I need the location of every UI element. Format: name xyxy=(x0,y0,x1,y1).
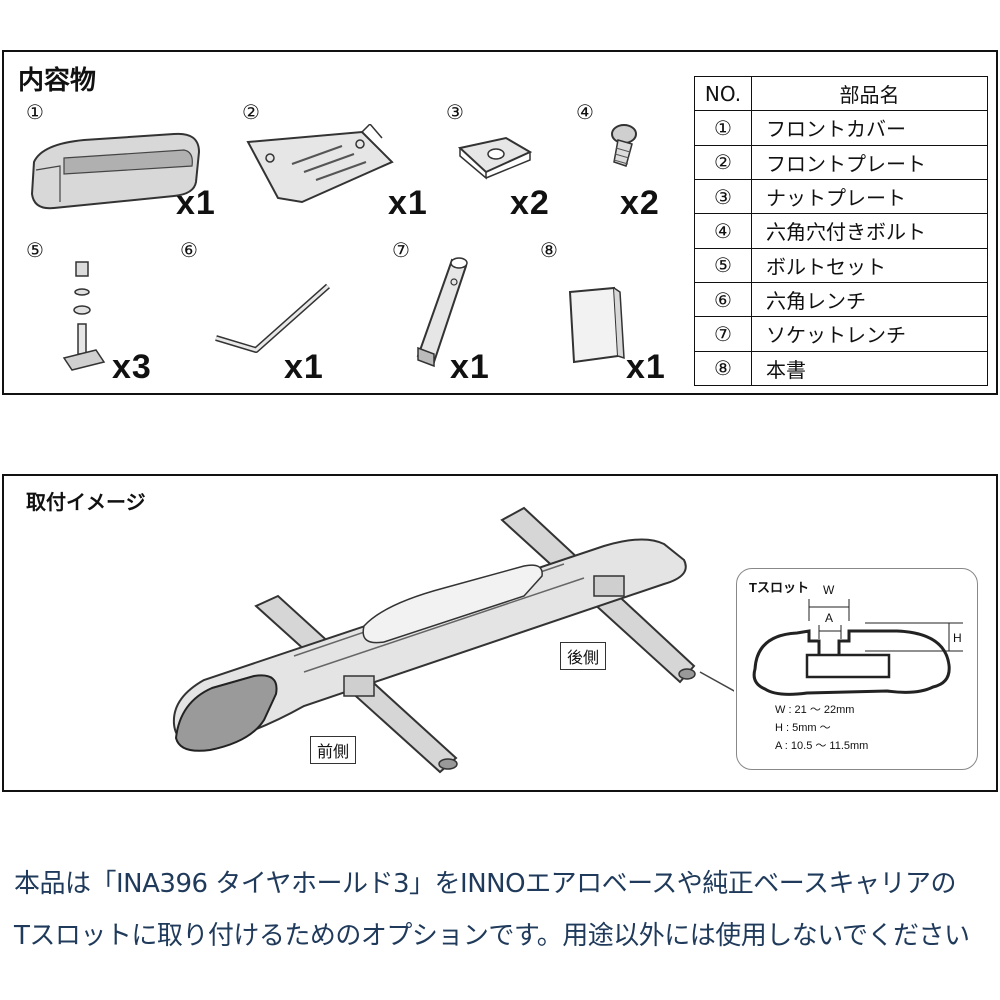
contents-panel: 内容物 ① x1 ② x1 ③ x2 ④ xyxy=(2,50,998,395)
item-number: ⑦ xyxy=(392,238,410,262)
dimension-h-label: H xyxy=(953,631,962,645)
part-no: ⑤ xyxy=(694,247,752,283)
hex-wrench-drawing xyxy=(215,283,330,353)
item-quantity: x1 xyxy=(284,348,324,386)
table-header-row: NO. 部品名 xyxy=(694,75,988,112)
manual-drawing xyxy=(568,286,625,364)
front-plate-drawing xyxy=(246,124,394,204)
description-text: 本品は「INA396 タイヤホールド3」をINNOエアロベースや純正ベースキャリ… xyxy=(14,858,994,962)
dimension-w-label: W xyxy=(823,583,835,597)
nut-plate-drawing xyxy=(457,136,533,180)
bolt-set-drawing xyxy=(62,261,106,371)
part-no: ② xyxy=(694,144,752,180)
item-quantity: x1 xyxy=(176,184,216,222)
mounting-title: 取付イメージ xyxy=(26,492,146,514)
part-name: ソケットレンチ xyxy=(751,316,988,352)
part-name: 本書 xyxy=(751,350,988,387)
rear-side-label: 後側 xyxy=(560,642,607,670)
front-cover-drawing xyxy=(30,132,201,210)
part-no: ⑥ xyxy=(694,281,752,318)
part-no: ① xyxy=(694,110,752,146)
table-header-no: NO. xyxy=(694,75,752,112)
item-number: ⑧ xyxy=(540,238,558,262)
part-name: ナットプレート xyxy=(751,178,988,215)
mounting-panel: 取付イメージ 後側 前側 Tスロット xyxy=(2,474,998,792)
tslot-cross-section xyxy=(752,599,963,696)
item-number: ⑤ xyxy=(26,238,44,262)
front-side-label: 前側 xyxy=(310,736,357,764)
item-quantity: x1 xyxy=(388,184,428,222)
socket-wrench-drawing xyxy=(416,257,468,368)
part-no: ③ xyxy=(694,178,752,215)
contents-title: 内容物 xyxy=(18,65,97,95)
item-quantity: x1 xyxy=(626,348,666,386)
table-header-name: 部品名 xyxy=(751,75,988,112)
item-number: ① xyxy=(26,100,44,124)
item-number: ③ xyxy=(446,100,464,124)
part-name: ボルトセット xyxy=(751,247,988,283)
tslot-detail: Tスロット W A H W : 21 ～ 22mm H : 5mm ～ A : … xyxy=(736,568,978,770)
part-name: 六角穴付きボルト xyxy=(751,213,988,249)
part-name: 六角レンチ xyxy=(751,281,988,318)
part-no: ④ xyxy=(694,213,752,249)
part-name: フロントカバー xyxy=(751,110,988,146)
item-quantity: x2 xyxy=(510,184,550,222)
spec-height: H : 5mm ～ xyxy=(775,722,831,734)
spec-a: A : 10.5 ～ 11.5mm xyxy=(775,740,869,752)
item-quantity: x2 xyxy=(620,184,660,222)
item-number: ② xyxy=(242,100,260,124)
part-no: ⑧ xyxy=(694,350,752,387)
item-quantity: x1 xyxy=(450,348,490,386)
description-line-1: 本品は「INA396 タイヤホールド3」をINNOエアロベースや純正ベースキャリ… xyxy=(14,869,957,899)
dimension-a-label: A xyxy=(825,611,834,625)
part-no: ⑦ xyxy=(694,316,752,352)
part-name: フロントプレート xyxy=(751,144,988,180)
description-line-2: Tスロットに取り付けるためのオプションです。用途以外には使用しないでください xyxy=(14,921,970,951)
item-quantity: x3 xyxy=(112,348,152,386)
tslot-title: Tスロット xyxy=(749,580,809,595)
item-number: ④ xyxy=(576,100,594,124)
mounting-illustration xyxy=(172,506,734,774)
spec-width: W : 21 ～ 22mm xyxy=(775,704,855,716)
hex-bolt-drawing xyxy=(611,124,637,167)
item-number: ⑥ xyxy=(180,238,198,262)
